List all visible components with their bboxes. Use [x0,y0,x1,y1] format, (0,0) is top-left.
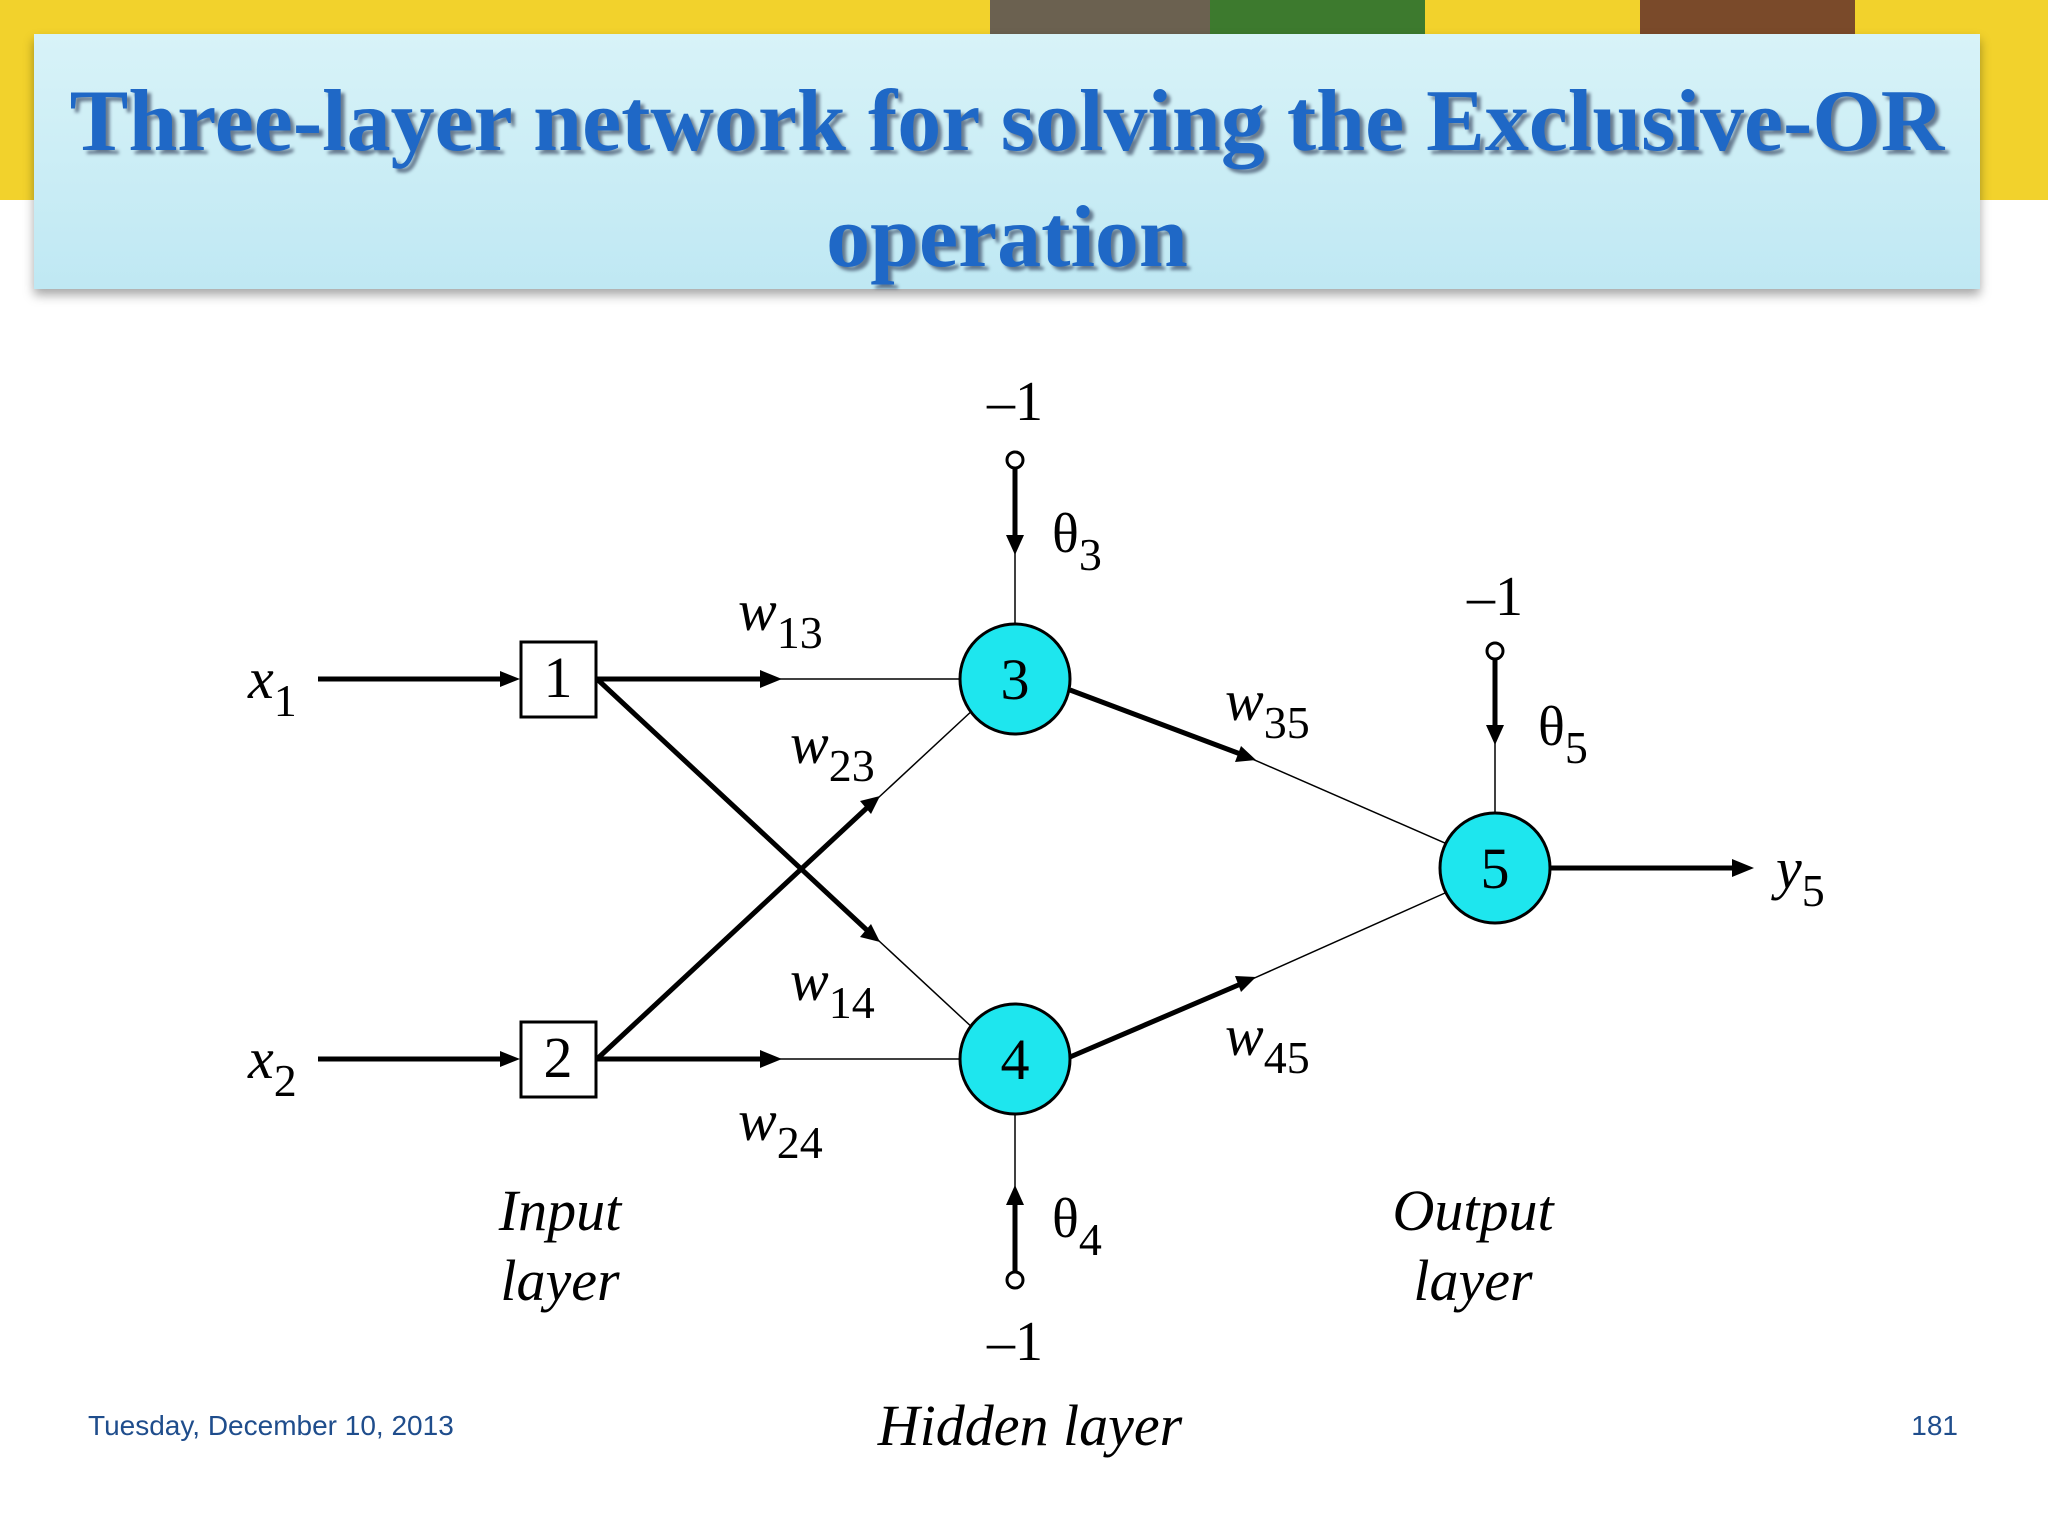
input-node-2 [519,1020,598,1099]
hidden-layer-label: Hidden layer [877,1393,1183,1458]
hidden-neuron-3-label: 3 [1001,647,1030,712]
bias-value-3: –1 [986,371,1043,433]
slide-title: Three-layer network for solving the Excl… [69,73,1945,286]
arrowhead [760,670,782,688]
connection-1-4-thick [595,677,872,935]
threshold-label-5: θ5 [1538,696,1588,773]
header-photo-2 [1210,0,1425,34]
threshold-label-3: θ3 [1052,503,1102,580]
input-label-x2: x2 [247,1026,297,1106]
arrowhead [760,1050,782,1068]
threshold-label-4: θ4 [1052,1188,1102,1265]
bias-terminal-4 [1005,1270,1025,1290]
arrowhead [1732,859,1754,877]
arrowhead [1006,1185,1024,1205]
weight-label-w13: w13 [738,578,823,658]
weight-label-w14: w14 [790,948,875,1028]
footer-date: Tuesday, December 10, 2013 [88,1410,454,1441]
weight-label-w24: w24 [738,1088,823,1168]
input-node-1-label: 1 [544,645,573,710]
weight-label-w35: w35 [1225,668,1310,748]
output-layer-label-line1: Output [1392,1178,1555,1243]
arrowhead [500,1051,520,1067]
input-layer-label-line1: Input [498,1178,623,1243]
output-layer-label-line2: layer [1413,1248,1533,1313]
hidden-neuron-3 [958,622,1072,736]
arrowhead [500,671,520,687]
input-label-x1: x1 [247,646,297,726]
header-photo-1 [990,0,1210,34]
arrowhead [860,924,880,942]
bias-terminal-3 [1005,450,1025,470]
weight-label-w45: w45 [1225,1003,1310,1083]
title-banner: Three-layer network for solving the Excl… [34,34,1980,289]
output-neuron-5 [1438,811,1552,925]
arrowhead [1486,725,1504,745]
bias-terminal-5 [1485,641,1505,661]
output-label-y5: y5 [1771,836,1825,916]
arrowhead [1006,535,1024,555]
header-photo-3 [1640,0,1855,34]
input-layer-label-line2: layer [500,1248,620,1313]
connection-4-5-thick [1069,980,1244,1060]
bias-value-5: –1 [1466,566,1523,628]
connection-1-4-thin [877,939,976,1031]
connection-2-3-thin [877,707,976,799]
connection-3-5-thin [1249,757,1446,844]
hidden-neuron-4-label: 4 [1001,1027,1030,1092]
input-node-1 [519,640,598,719]
weight-label-w23: w23 [790,711,875,791]
bias-value-4: –1 [986,1311,1043,1373]
output-neuron-5-label: 5 [1481,836,1510,901]
arrowhead [860,796,880,814]
hidden-neuron-4 [958,1002,1072,1116]
connection-2-3-thick [595,803,872,1061]
page-number: 181 [1911,1410,1958,1441]
connection-4-5-thin [1249,892,1446,981]
input-node-2-label: 2 [544,1025,573,1090]
connection-3-5-thick [1069,687,1244,758]
